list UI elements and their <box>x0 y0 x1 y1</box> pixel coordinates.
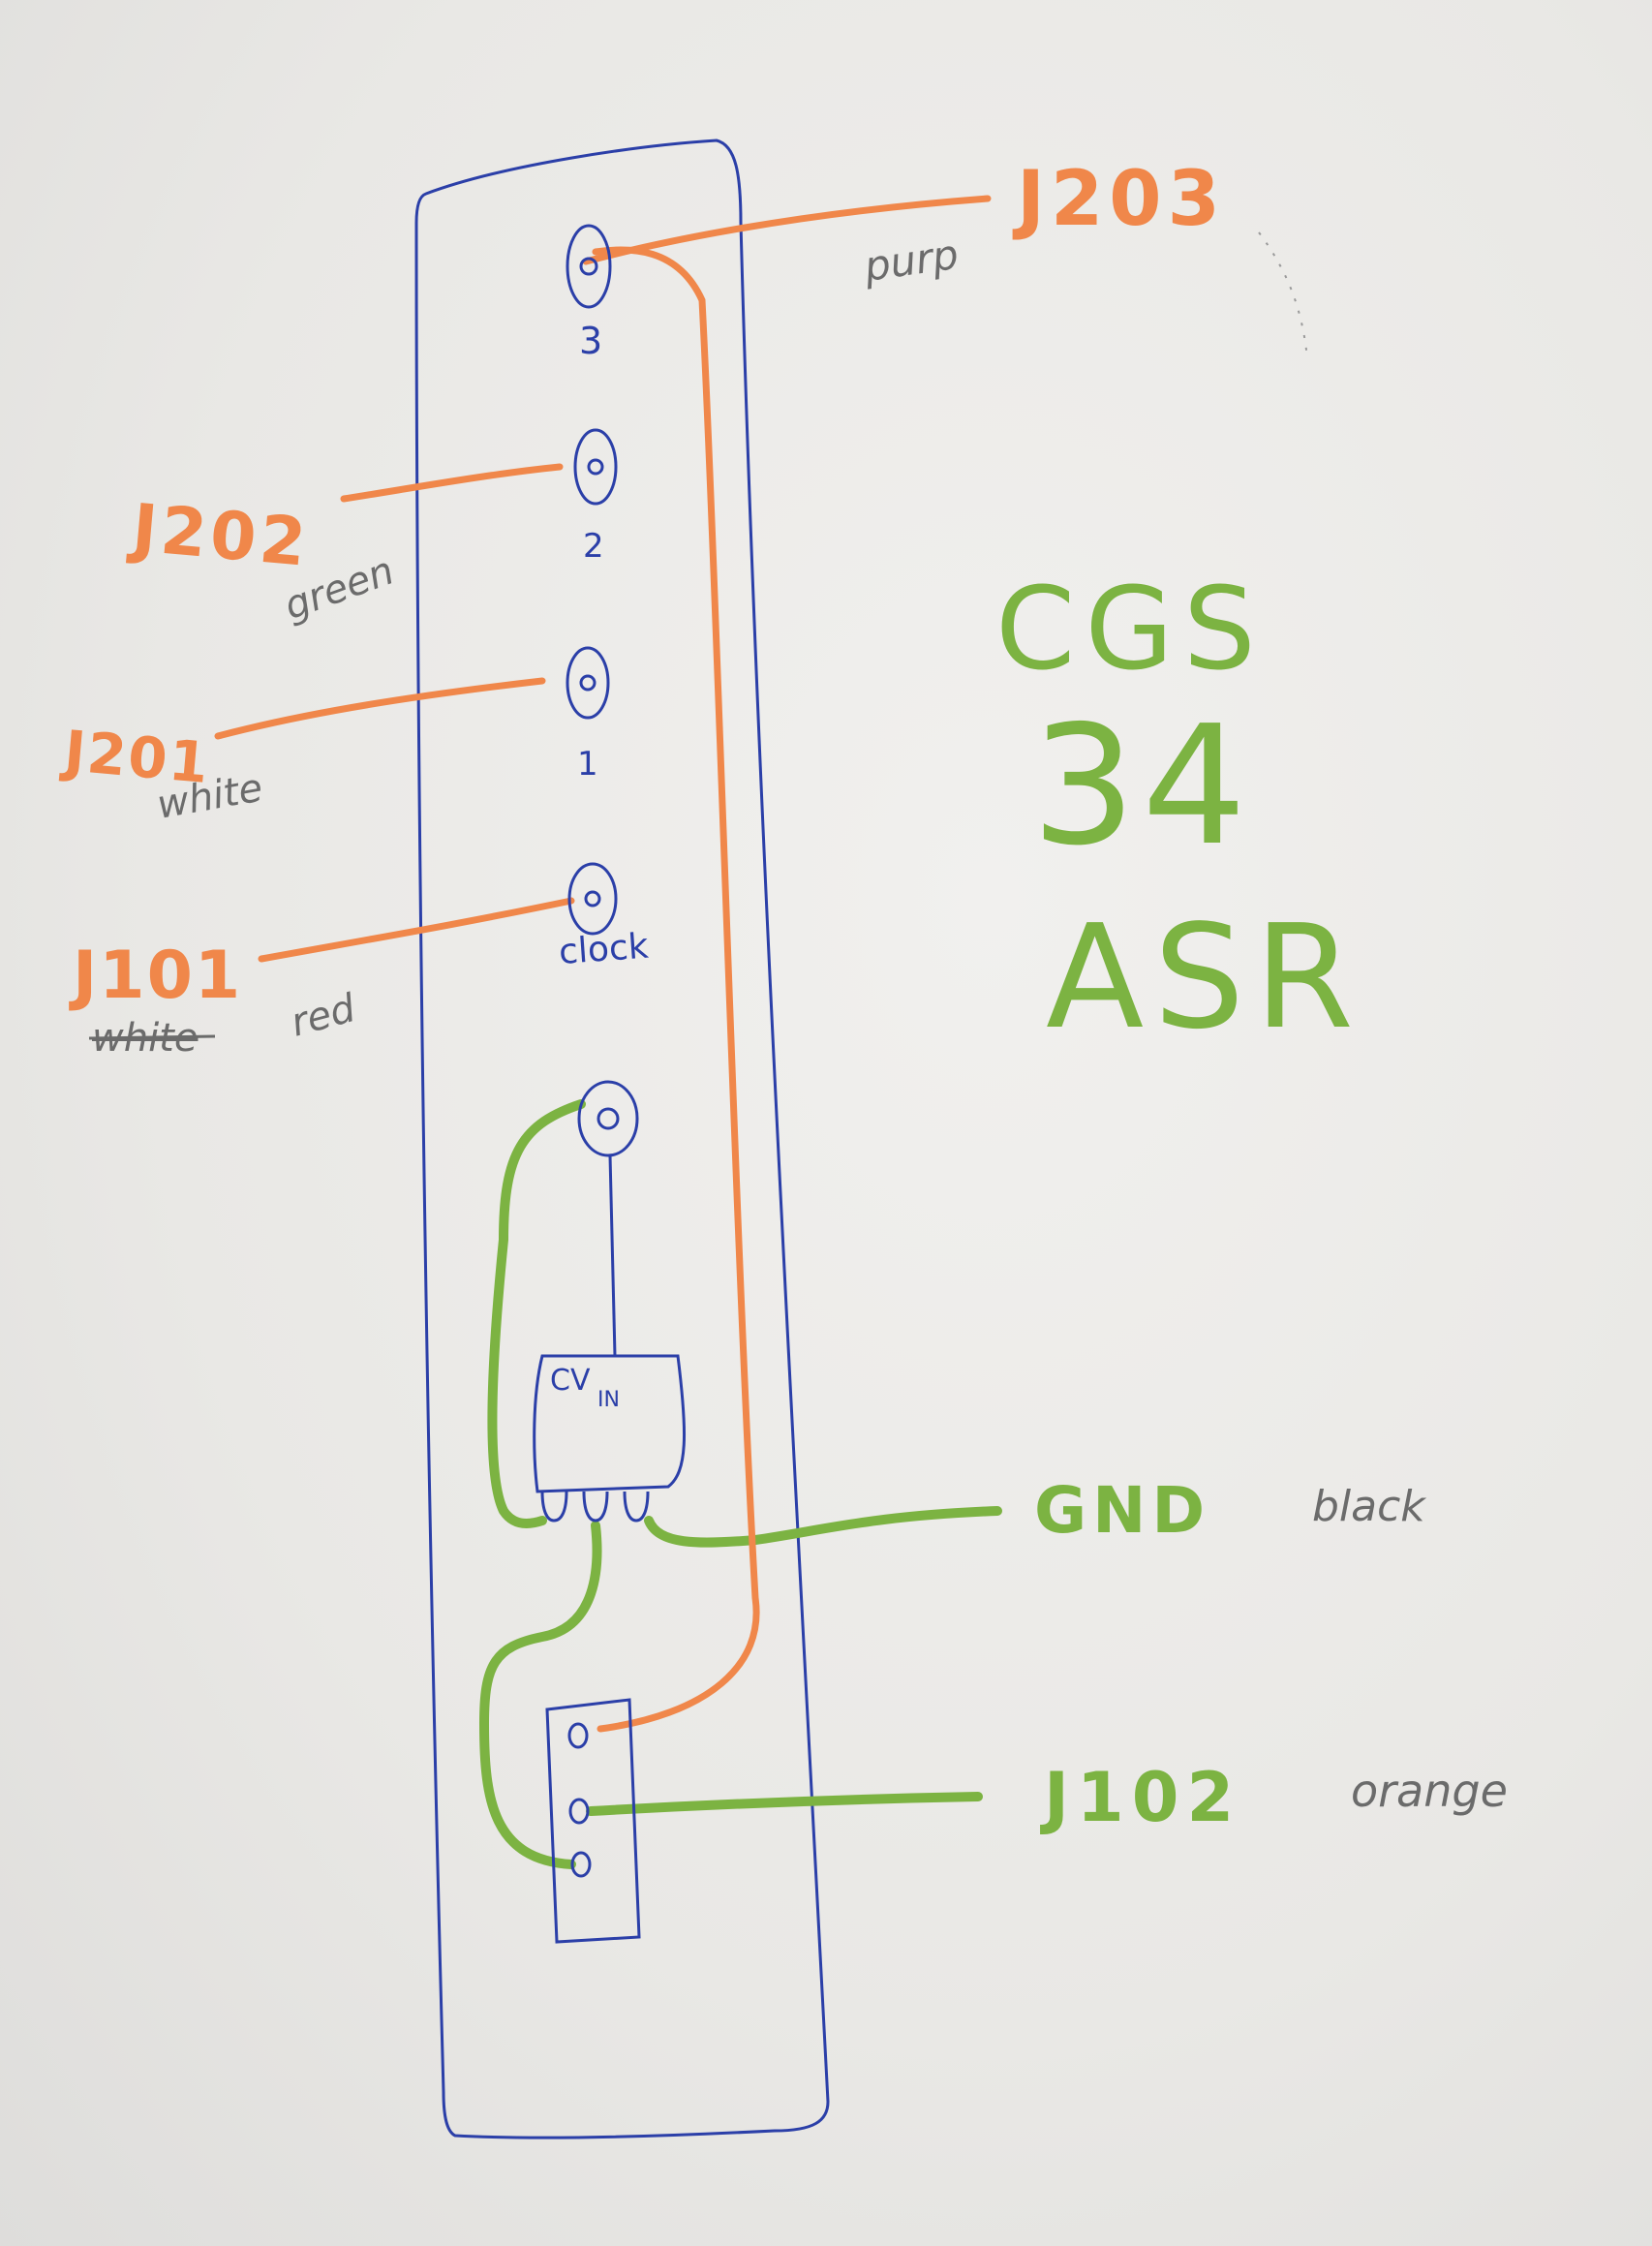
wire-pot-wiper-to-header <box>478 1521 602 1869</box>
jack-3 <box>566 224 612 309</box>
wire-j202 <box>340 463 564 503</box>
j102-label: J102 <box>1040 1758 1241 1837</box>
jack-3-label: 3 <box>579 320 602 362</box>
wire-j101 <box>258 897 575 963</box>
title-line-3: ASR <box>1046 894 1363 1061</box>
jack-clock-label: clock <box>558 927 650 972</box>
jack-1 <box>566 646 610 720</box>
j203-label: J203 <box>1012 156 1226 243</box>
wire-j201 <box>214 677 546 740</box>
jack-clock <box>567 862 618 936</box>
j102-color-note: orange <box>1351 1765 1508 1817</box>
j101-color-note: red <box>287 986 361 1046</box>
gnd-label: GND <box>1034 1473 1210 1548</box>
title-line-1: CGS <box>995 562 1266 695</box>
wire-ground-jack-to-pot <box>487 1099 586 1528</box>
j201-label: J201 <box>58 718 213 796</box>
jack-1-label: 1 <box>577 745 598 784</box>
strike-through <box>88 1034 216 1040</box>
pencil-mark <box>1258 231 1308 359</box>
module-panel-outline <box>414 138 830 2139</box>
j101-label: J101 <box>69 938 242 1014</box>
jack-cv <box>577 1080 639 1357</box>
wire-gnd <box>644 1506 1002 1548</box>
j202-label: J202 <box>126 490 313 582</box>
jacks <box>566 224 639 1357</box>
gnd-color-note: black <box>1312 1482 1426 1531</box>
title-line-2: 34 <box>1031 691 1252 882</box>
cv-pot-label: CV <box>550 1364 591 1398</box>
orange-wires <box>214 195 992 1733</box>
green-wires <box>478 1099 1002 1869</box>
jack-2 <box>573 428 618 506</box>
wire-jack3-to-header <box>592 246 760 1733</box>
header-connector <box>545 1698 641 1944</box>
jack-2-label: 2 <box>583 527 604 566</box>
wire-j102 <box>586 1792 983 1816</box>
j203-color-note: purp <box>861 231 962 291</box>
cv-pot <box>533 1354 687 1523</box>
cv-pot-label-sub: IN <box>597 1388 620 1412</box>
